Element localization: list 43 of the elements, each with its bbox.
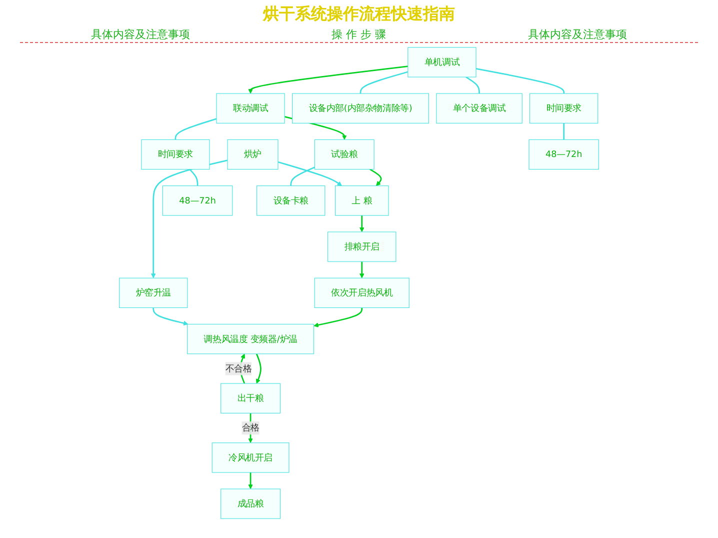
diagram-title: 烘干系统操作流程快速指南: [262, 4, 456, 25]
node-box: 设备卡粮: [256, 186, 326, 216]
column-header: 具体内容及注意事项: [528, 27, 628, 42]
connector: [174, 118, 217, 140]
arrow: [150, 160, 228, 278]
column-header: 具体内容及注意事项: [90, 27, 190, 42]
node-box: 时间要求: [530, 93, 598, 124]
arrow: [248, 66, 408, 94]
node-box: 单机调试: [408, 47, 476, 78]
edge-label: 合格: [242, 422, 260, 433]
arrow: [248, 413, 253, 444]
node-box: 依次开启热风机: [314, 278, 410, 308]
node-box: 调热风温度 变频器/炉温: [186, 324, 314, 354]
connector: [563, 123, 565, 140]
node-box: 排粮开启: [328, 232, 396, 262]
connector: [189, 168, 198, 186]
connector: [466, 76, 480, 94]
node-box: 单个设备调试: [436, 93, 522, 124]
node-box: 试验粮: [314, 139, 374, 170]
node-box: 设备内部(内部杂物清除等): [292, 93, 430, 124]
edge-label: 不合格: [225, 363, 252, 374]
node-box: 48—72h: [528, 139, 599, 170]
arrow: [248, 472, 253, 490]
arrow: [152, 308, 188, 326]
arrow: [359, 262, 364, 278]
arrow: [278, 161, 342, 186]
node-box: 炉窑升温: [119, 278, 188, 308]
node-box: 联动调试: [216, 93, 285, 124]
arrow: [314, 308, 363, 328]
node-box: 成品粮: [220, 488, 280, 519]
arrow: [370, 168, 382, 186]
node-box: 出干粮: [220, 383, 280, 414]
column-header: 操 作 步 骤: [332, 27, 386, 42]
node-box: 48—72h: [162, 186, 233, 216]
node-box: 冷风机开启: [212, 442, 290, 473]
node-box: 时间要求: [141, 139, 210, 170]
connector: [290, 166, 316, 186]
arrow: [359, 215, 364, 232]
arrow: [256, 354, 262, 384]
connector: [476, 68, 565, 94]
node-box: 上 粮: [334, 186, 389, 216]
node-box: 烘炉: [227, 139, 278, 170]
connector: [360, 71, 408, 94]
